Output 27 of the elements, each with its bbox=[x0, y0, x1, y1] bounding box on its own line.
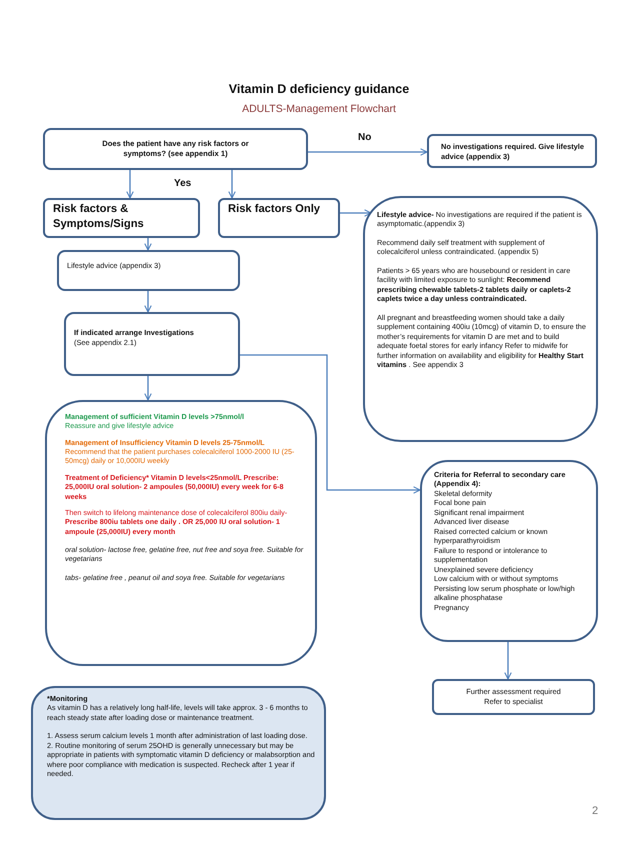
edge-label: No bbox=[356, 132, 374, 143]
branch-label: Yes bbox=[174, 178, 192, 189]
note-panel bbox=[31, 686, 326, 820]
arrow bbox=[144, 291, 152, 313]
body-text: Risk factors Only bbox=[228, 202, 320, 217]
page-number: 2 bbox=[592, 805, 598, 817]
body-text: Risk factors & Symptoms/Signs bbox=[53, 202, 145, 232]
arrow bbox=[144, 238, 152, 251]
criteria-panel bbox=[420, 460, 598, 642]
management-panel bbox=[45, 400, 317, 666]
process-box bbox=[43, 198, 200, 238]
decision-box bbox=[43, 128, 308, 170]
process-box bbox=[218, 198, 340, 238]
arrow bbox=[504, 642, 512, 680]
arrow bbox=[340, 209, 372, 217]
arrow bbox=[126, 170, 134, 199]
process-box bbox=[64, 312, 240, 376]
arrow bbox=[228, 170, 236, 199]
arrow bbox=[308, 148, 428, 156]
process-box bbox=[427, 134, 597, 168]
subtitle: ADULTS-Management Flowchart bbox=[241, 103, 397, 115]
title: Vitamin D deficiency guidance bbox=[228, 82, 410, 96]
process-box bbox=[432, 679, 595, 715]
advice-panel bbox=[363, 196, 598, 442]
arrow bbox=[144, 376, 152, 401]
arrow bbox=[240, 354, 421, 494]
process-box bbox=[57, 250, 240, 291]
